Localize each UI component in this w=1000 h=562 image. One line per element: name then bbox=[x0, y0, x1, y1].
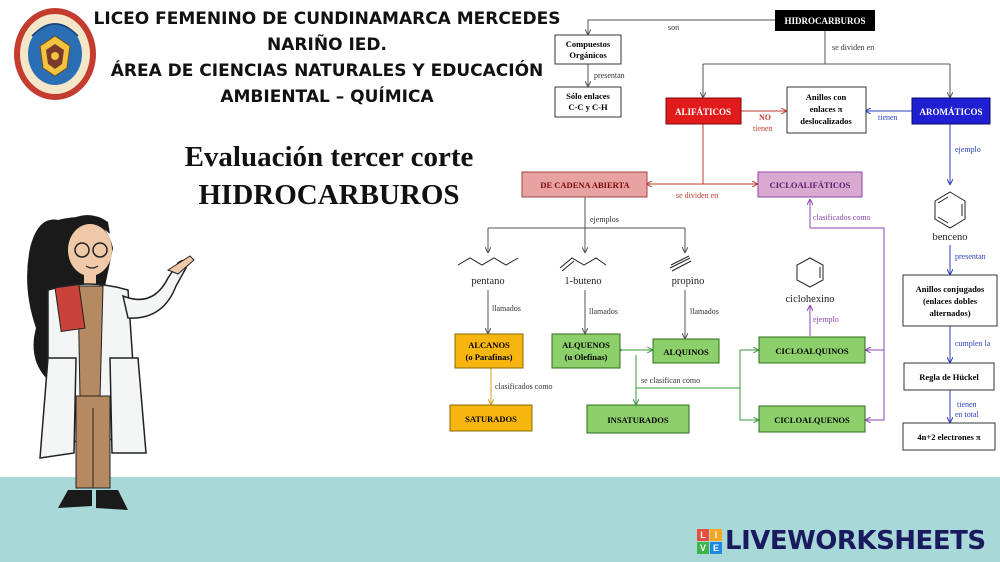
label-se-dividen-en: se dividen en bbox=[832, 43, 874, 52]
label-llamados-1: llamados bbox=[492, 304, 521, 313]
node-cicloalifaticos: CICLOALIFÁTICOS bbox=[757, 171, 863, 198]
svg-text:CICLOALIFÁTICOS: CICLOALIFÁTICOS bbox=[770, 180, 851, 190]
svg-text:HIDROCARBUROS: HIDROCARBUROS bbox=[784, 16, 865, 26]
node-insaturados: INSATURADOS bbox=[586, 404, 690, 434]
area-line2: AMBIENTAL – QUÍMICA bbox=[220, 87, 434, 107]
school-name-line2: NARIÑO IED. bbox=[267, 35, 387, 55]
node-hidrocarburos: HIDROCARBUROS bbox=[775, 10, 875, 31]
benceno-structure bbox=[934, 191, 966, 229]
propino-structure bbox=[669, 255, 692, 272]
svg-text:CICLOALQUENOS: CICLOALQUENOS bbox=[774, 415, 850, 425]
svg-text:AROMÁTICOS: AROMÁTICOS bbox=[919, 107, 982, 117]
label-se-clasifican-como: se clasifican como bbox=[641, 376, 700, 385]
svg-text:deslocalizados: deslocalizados bbox=[800, 116, 852, 126]
label-ejemplo: ejemplo bbox=[955, 145, 981, 154]
label-ciclohexino: ciclohexino bbox=[786, 294, 835, 305]
label-cumplen-la: cumplen la bbox=[955, 339, 991, 348]
svg-text:ALIFÁTICOS: ALIFÁTICOS bbox=[675, 107, 731, 117]
liveworksheets-wordmark: LIVEWORKSHEETS bbox=[725, 526, 986, 556]
label-propino: propino bbox=[672, 276, 705, 287]
svg-text:DE CADENA ABIERTA: DE CADENA ABIERTA bbox=[540, 180, 630, 190]
node-anillos-conjugados: Anillos conjugados (enlaces dobles alter… bbox=[902, 274, 998, 327]
svg-text:Anillos conjugados: Anillos conjugados bbox=[916, 284, 985, 294]
svg-text:Anillos con: Anillos con bbox=[806, 92, 847, 102]
node-electrones: 4n+2 electrones π bbox=[902, 422, 996, 451]
svg-text:Sólo enlaces: Sólo enlaces bbox=[566, 91, 610, 101]
svg-text:Orgánicos: Orgánicos bbox=[569, 50, 607, 60]
label-no: NO bbox=[759, 113, 771, 122]
node-aromaticos: AROMÁTICOS bbox=[911, 97, 991, 125]
brand-square-l: L bbox=[697, 528, 709, 541]
liveworksheets-logo: L I V E LIVEWORKSHEETS bbox=[697, 525, 986, 557]
connectors bbox=[488, 19, 950, 422]
buteno-structure bbox=[559, 257, 607, 272]
node-alquenos: ALQUENOS (u Olefinas) bbox=[551, 333, 621, 369]
svg-text:alternados): alternados) bbox=[929, 308, 970, 318]
node-anillos-deslocalizados: Anillos con enlaces π deslocalizados bbox=[786, 86, 867, 134]
label-tienen-2: tienen bbox=[878, 113, 898, 122]
node-cicloalquenos: CICLOALQUENOS bbox=[758, 405, 866, 433]
node-cicloalquinos: CICLOALQUINOS bbox=[758, 336, 866, 364]
svg-text:Regla de Hückel: Regla de Hückel bbox=[919, 372, 979, 382]
node-solo-enlaces: Sólo enlaces C-C y C-H bbox=[554, 86, 622, 118]
area-line1: ÁREA DE CIENCIAS NATURALES Y EDUCACIÓN bbox=[110, 61, 544, 81]
ciclohexino-structure bbox=[796, 257, 824, 288]
label-presentan-2: presentan bbox=[955, 252, 986, 261]
svg-text:4n+2 electrones π: 4n+2 electrones π bbox=[917, 432, 981, 442]
label-1-buteno: 1-buteno bbox=[564, 276, 601, 287]
label-ejemplos: ejemplos bbox=[590, 215, 619, 224]
label-clasificados-como-2: clasificados como bbox=[813, 213, 871, 222]
label-ejemplo-2: ejemplo bbox=[813, 315, 839, 324]
label-clasificados-como: clasificados como bbox=[495, 382, 553, 391]
svg-text:C-C y C-H: C-C y C-H bbox=[568, 102, 608, 112]
svg-text:INSATURADOS: INSATURADOS bbox=[607, 415, 669, 425]
page-title-line1: Evaluación tercer corte bbox=[184, 141, 474, 173]
teacher-illustration bbox=[27, 215, 195, 510]
brand-square-i: I bbox=[710, 528, 722, 541]
label-pentano: pentano bbox=[471, 276, 504, 287]
pentano-structure bbox=[457, 257, 519, 266]
svg-text:ALQUINOS: ALQUINOS bbox=[663, 347, 709, 357]
label-son: son bbox=[668, 23, 679, 32]
svg-text:(u Olefinas): (u Olefinas) bbox=[565, 352, 608, 362]
svg-text:CICLOALQUINOS: CICLOALQUINOS bbox=[775, 346, 848, 356]
label-llamados-2: llamados bbox=[589, 307, 618, 316]
svg-text:SATURADOS: SATURADOS bbox=[465, 414, 517, 424]
label-presentan: presentan bbox=[594, 71, 625, 80]
edge-labels: son presentan se dividen en NO tienen ti… bbox=[492, 23, 991, 419]
svg-text:ALCANOS: ALCANOS bbox=[468, 340, 510, 350]
school-crest-icon bbox=[14, 8, 96, 100]
svg-text:Compuestos: Compuestos bbox=[566, 39, 611, 49]
label-benceno: benceno bbox=[933, 232, 968, 243]
footer-band bbox=[0, 477, 1000, 562]
label-tienen: tienen bbox=[753, 124, 773, 133]
svg-text:enlaces π: enlaces π bbox=[810, 104, 843, 114]
page-title-line2: HIDROCARBUROS bbox=[198, 179, 460, 211]
node-alifaticos: ALIFÁTICOS bbox=[665, 97, 742, 125]
node-saturados: SATURADOS bbox=[449, 404, 533, 432]
school-name-line1: LICEO FEMENINO DE CUNDINAMARCA MERCEDES bbox=[93, 9, 561, 29]
node-cadena-abierta: DE CADENA ABIERTA bbox=[521, 171, 648, 198]
label-en-total: en total bbox=[955, 410, 980, 419]
svg-text:(o Parafinas): (o Parafinas) bbox=[466, 352, 513, 362]
svg-text:(enlaces dobles: (enlaces dobles bbox=[923, 296, 978, 306]
brand-square-e: E bbox=[710, 541, 722, 554]
label-llamados-3: llamados bbox=[690, 307, 719, 316]
label-se-dividen-en-2: se dividen en bbox=[676, 191, 718, 200]
liveworksheets-squares-icon: L I V E bbox=[697, 528, 722, 554]
node-regla-huckel: Regla de Hückel bbox=[903, 362, 995, 391]
node-compuestos-organicos: Compuestos Orgánicos bbox=[554, 34, 622, 65]
node-alquinos: ALQUINOS bbox=[652, 338, 720, 364]
svg-text:ALQUENOS: ALQUENOS bbox=[562, 340, 610, 350]
label-tienen-3: tienen bbox=[957, 400, 977, 409]
brand-square-v: V bbox=[697, 541, 709, 554]
node-alcanos: ALCANOS (o Parafinas) bbox=[454, 333, 524, 369]
